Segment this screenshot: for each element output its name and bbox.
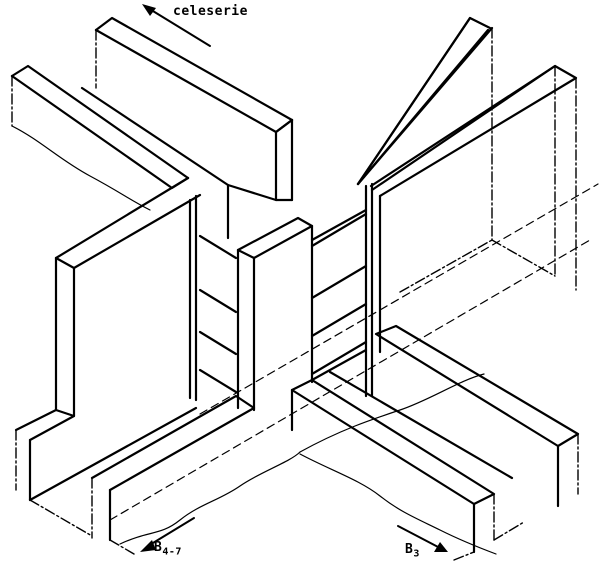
upper-back-wall: [80, 16, 294, 240]
label-celeserie: celeserie: [173, 4, 248, 19]
lower-left-hidden: [15, 429, 135, 555]
arrow-celeserie: [142, 4, 211, 47]
ground-edge: [11, 125, 497, 555]
label-b3-sub: 3: [413, 548, 420, 560]
label-b4-7-main: B: [154, 540, 163, 555]
label-b4-7: B4-7: [154, 540, 182, 558]
central-post: [236, 216, 314, 412]
label-b3: B3: [405, 542, 420, 560]
lower-left-wall: [14, 394, 256, 542]
label-b4-7-sub: 4-7: [162, 546, 182, 558]
right-upper-wall: [356, 16, 578, 354]
right-upper-wall-hidden: [399, 27, 577, 293]
label-b3-main: B: [405, 542, 414, 557]
arrow-b3: [397, 525, 448, 552]
trench-centerlines: [109, 183, 599, 521]
shoring-panels: [188, 182, 374, 402]
lower-right-hidden: [453, 433, 579, 561]
left-upper-wall: [10, 64, 202, 418]
arrow-b4-7: [140, 517, 195, 552]
